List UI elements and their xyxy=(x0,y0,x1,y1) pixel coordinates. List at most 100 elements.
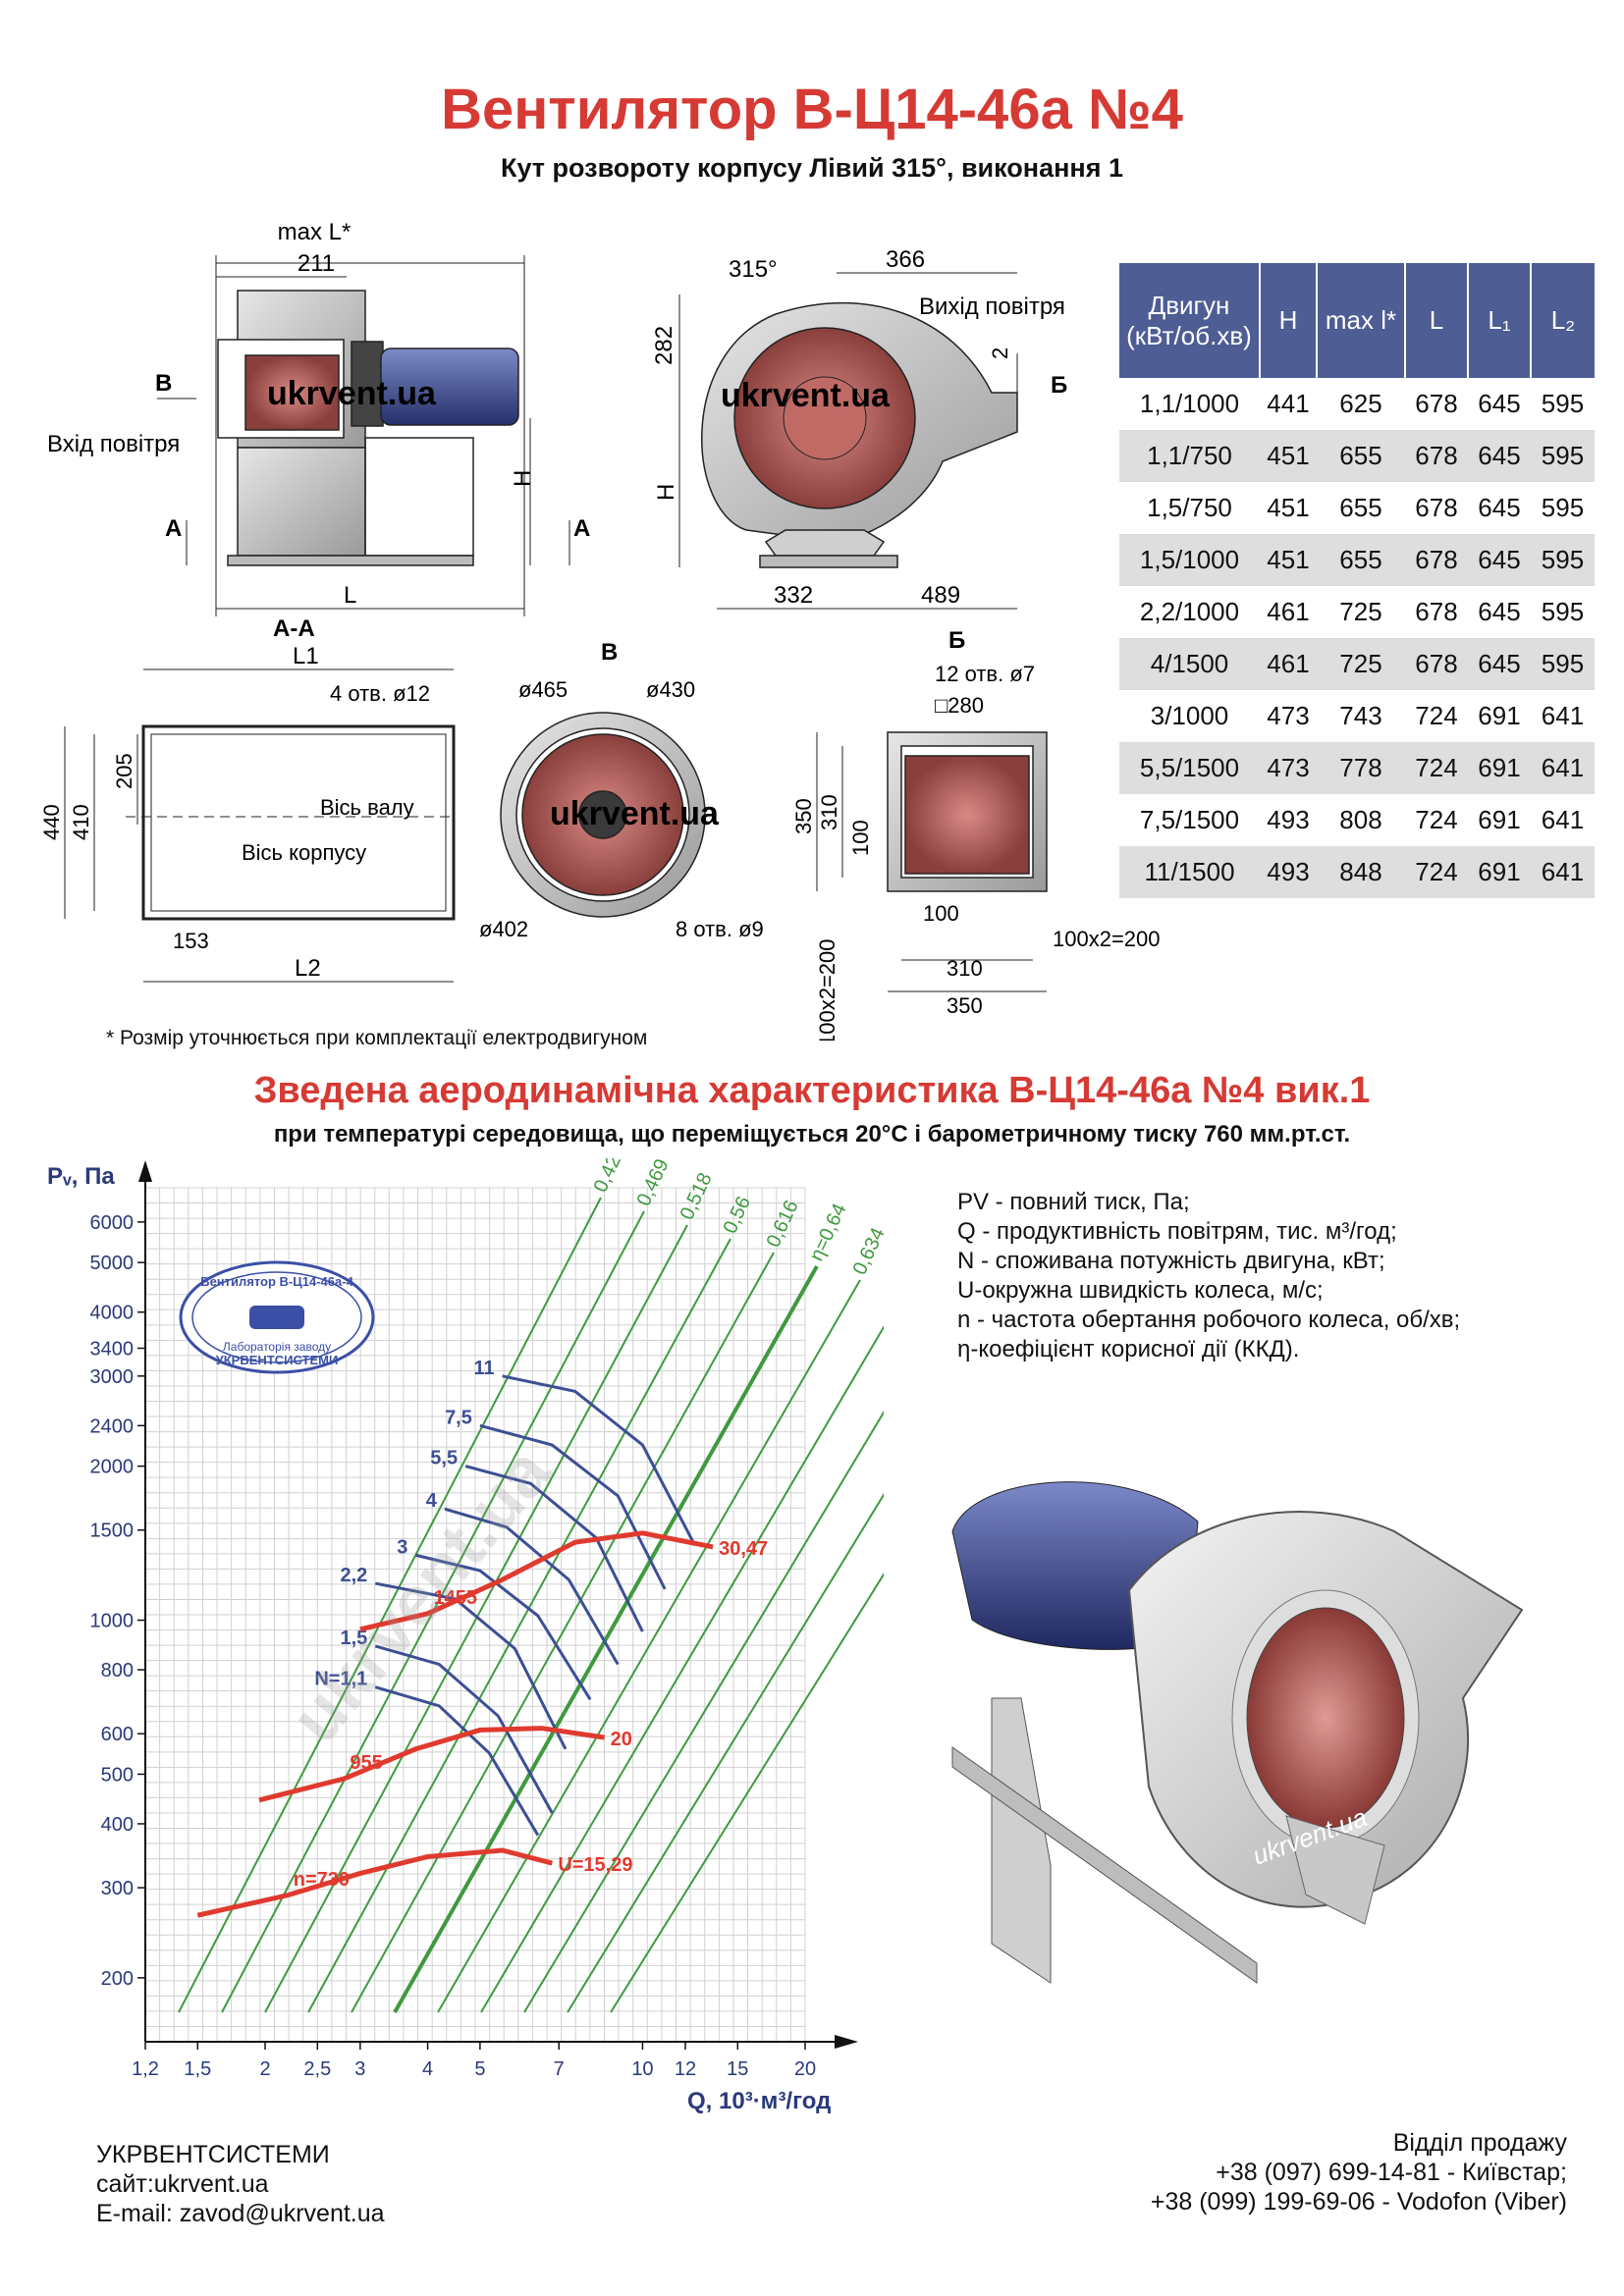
y-tick-label: 3000 xyxy=(90,1366,135,1388)
power-curve xyxy=(479,1423,667,1590)
spec-cell: 778 xyxy=(1317,742,1405,794)
aero-subtitle: при температурі середовища, що переміщує… xyxy=(273,1121,1351,1148)
col-l2: L₂ xyxy=(1531,263,1595,378)
spec-cell: 691 xyxy=(1478,701,1521,730)
front-view xyxy=(678,272,1018,610)
spec-cell: 641 xyxy=(1541,701,1585,730)
spec-cell: 4/1500 xyxy=(1119,638,1260,690)
label-b-cyr-front: Б xyxy=(1051,372,1067,399)
spec-cell: 461 xyxy=(1267,597,1310,626)
power-curve-label: 3 xyxy=(397,1536,407,1558)
section-aa-title: А-А xyxy=(273,615,315,642)
legend: PV - повний тиск, Па; Q - продуктивність… xyxy=(957,1188,1460,1364)
label-holes-bb: 12 отв. ø7 xyxy=(935,662,1035,686)
efficiency-line xyxy=(523,1410,884,2013)
spec-cell: 655 xyxy=(1317,534,1405,586)
y-tick-label: 1000 xyxy=(90,1611,135,1632)
power-curve-label: 4 xyxy=(426,1490,438,1512)
company-site[interactable]: сайт:ukrvent.ua xyxy=(96,2170,269,2198)
sales-phone-1[interactable]: +38 (097) 699-14-81 - Київстар; xyxy=(1216,2159,1567,2186)
y-tick-label: 5000 xyxy=(90,1253,135,1274)
label-outlet: Вихід повітря xyxy=(919,294,1065,320)
y-tick-label: 200 xyxy=(101,1968,134,1990)
label-a-left: А xyxy=(165,515,182,542)
col-h: Н xyxy=(1260,263,1318,378)
rpm-curve-start-label: 955 xyxy=(350,1752,382,1774)
dim-100-v: 100 xyxy=(848,820,873,856)
spec-cell: 451 xyxy=(1260,534,1317,586)
dim-440: 440 xyxy=(39,804,64,840)
spec-cell: 473 xyxy=(1267,701,1310,730)
x-tick-label: 1,5 xyxy=(184,2058,211,2080)
aero-chart: 2003004005006008001000150020002400300034… xyxy=(47,1158,884,2114)
spec-cell: 678 xyxy=(1415,389,1458,418)
dim-sq280: □280 xyxy=(935,693,984,718)
spec-cell: 451 xyxy=(1267,493,1310,522)
efficiency-label: 0,469 xyxy=(633,1158,674,1209)
power-curve xyxy=(414,1553,592,1701)
view-bb-title: Б xyxy=(948,627,965,654)
spec-cell: 595 xyxy=(1541,493,1585,522)
spec-cell: 641 xyxy=(1541,805,1585,834)
x-tick-label: 7 xyxy=(554,2058,565,2080)
efficiency-label: 0,634 xyxy=(849,1224,884,1278)
aero-title: Зведена аеродинамічна характеристика В-Ц… xyxy=(253,1070,1371,1111)
x-tick-label: 5 xyxy=(474,2058,485,2080)
spec-cell: 691 xyxy=(1468,846,1531,898)
spec-cell: 645 xyxy=(1468,430,1531,482)
page-title: Вентилятор В-Ц14-46а №4 xyxy=(441,78,1183,141)
power-curve-label: 7,5 xyxy=(445,1407,472,1428)
dim-max-l: max L* xyxy=(278,219,352,245)
spec-cell: 848 xyxy=(1317,846,1405,898)
dim-489: 489 xyxy=(921,582,960,609)
page-subtitle: Кут розвороту корпусу Лівий 315°, викона… xyxy=(500,153,1124,183)
dim-465: ø465 xyxy=(518,677,568,702)
legend-n: N - споживана потужність двигуна, кВт; xyxy=(957,1248,1385,1274)
spec-cell: 678 xyxy=(1405,534,1468,586)
sales-phone-2[interactable]: +38 (099) 199-69-06 - Vodofon (Viber) xyxy=(1150,2188,1567,2216)
dim-100x2-v: 100х2=200 xyxy=(815,939,839,1041)
section-aa xyxy=(64,668,456,983)
efficiency-line xyxy=(178,1197,602,2013)
sales-title: Відділ продажу xyxy=(1392,2129,1567,2157)
y-tick-label: 1500 xyxy=(90,1521,135,1542)
spec-cell: 2,2/1000 xyxy=(1139,597,1240,626)
rpm-curve xyxy=(359,1530,714,1632)
rpm-curve-start-label: n=730 xyxy=(294,1869,350,1891)
legend-u: U-окружна швидкість колеса, м/с; xyxy=(957,1277,1324,1304)
lab-stamp-fan-icon xyxy=(249,1306,304,1329)
col-l1: L₁ xyxy=(1468,263,1532,378)
efficiency-line xyxy=(393,1265,819,2013)
power-curve-label: 5,5 xyxy=(430,1448,458,1469)
power-curve xyxy=(374,1685,540,1837)
spec-cell: 451 xyxy=(1260,430,1317,482)
efficiency-line xyxy=(307,1238,731,2013)
power-curve xyxy=(374,1581,568,1750)
dim-l1: L1 xyxy=(293,643,319,669)
efficiency-line xyxy=(610,1573,884,2013)
spec-cell: 641 xyxy=(1531,846,1595,898)
spec-cell: 493 xyxy=(1267,805,1310,834)
y-tick-label: 4000 xyxy=(90,1303,135,1324)
dim-205: 205 xyxy=(112,753,136,789)
dim-2: 2 xyxy=(988,347,1012,359)
spec-cell: 678 xyxy=(1405,430,1468,482)
spec-cell: 725 xyxy=(1317,638,1405,690)
company-email[interactable]: E-mail: zavod@ukrvent.ua xyxy=(96,2200,385,2227)
dim-h-side: Н xyxy=(510,470,536,487)
dim-366: 366 xyxy=(886,246,925,273)
efficiency-label: 0,427 xyxy=(590,1158,630,1196)
motor-note: * Розмір уточнюється при комплектації ел… xyxy=(106,1027,648,1049)
power-curve-label: N=1,1 xyxy=(314,1669,367,1690)
spec-cell: 461 xyxy=(1260,638,1317,690)
spec-table-header: Двигун (кВт/об.хв) Н max l* L L₁ L₂ xyxy=(1119,263,1595,378)
efficiency-line xyxy=(480,1325,884,2013)
spec-cell: 441 xyxy=(1267,389,1310,418)
spec-cell: 691 xyxy=(1478,805,1521,834)
efficiency-label: 0,518 xyxy=(677,1169,717,1223)
y-tick-label: 2000 xyxy=(90,1457,135,1478)
